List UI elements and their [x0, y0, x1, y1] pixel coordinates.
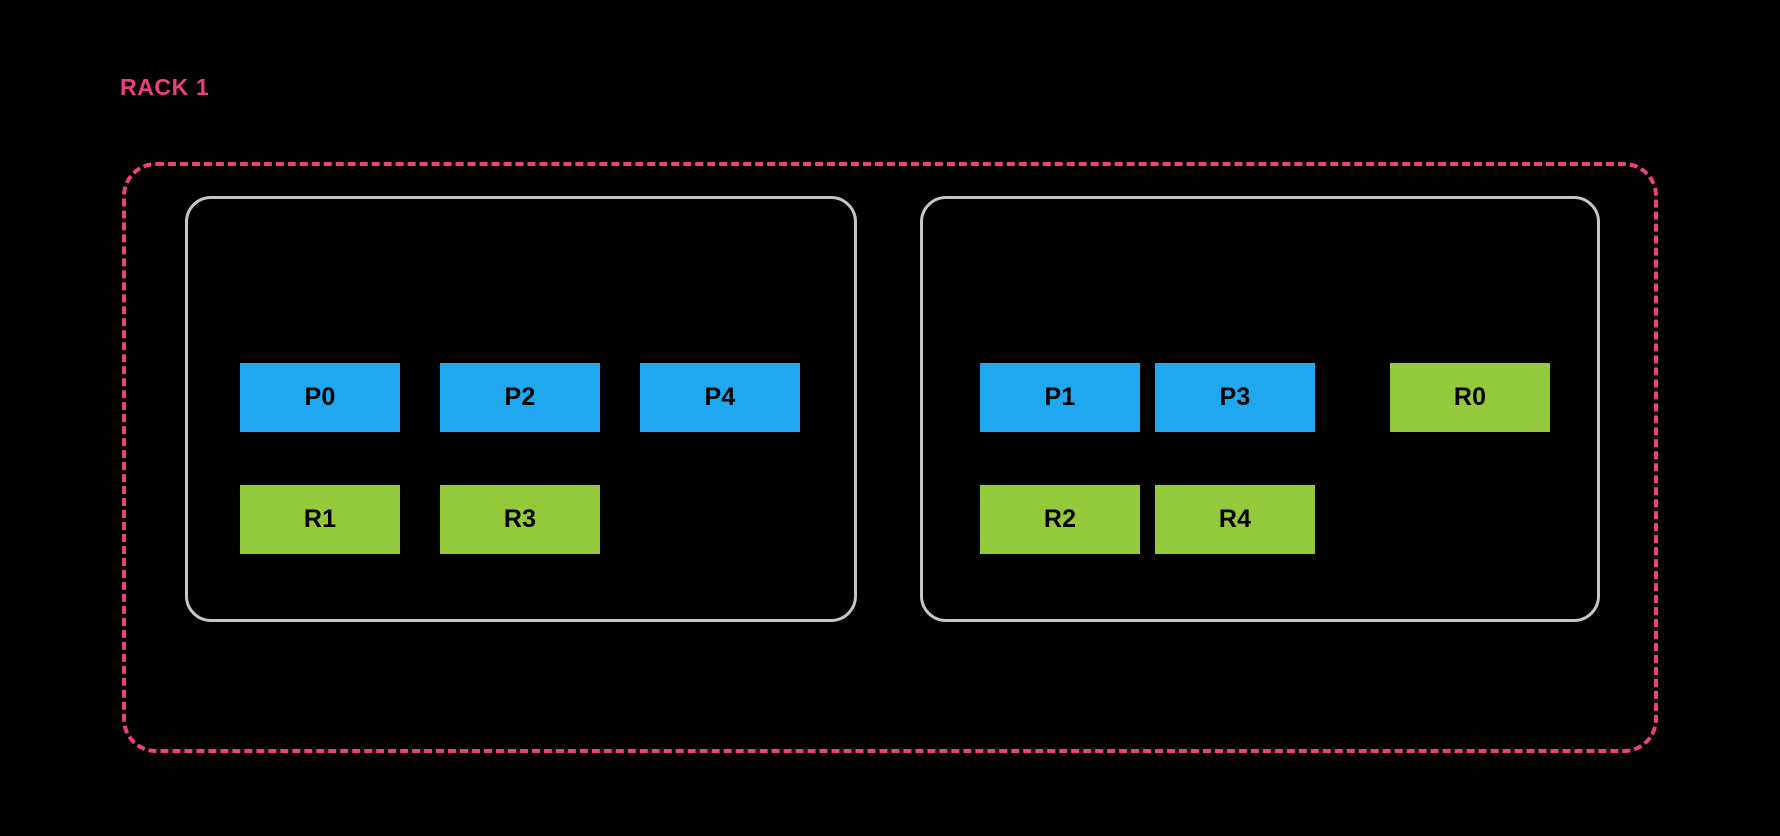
unit-block-r2: R2 — [980, 485, 1140, 554]
unit-block-p1: P1 — [980, 363, 1140, 432]
unit-block-r4: R4 — [1155, 485, 1315, 554]
unit-block-r0: R0 — [1390, 363, 1550, 432]
rack-container — [122, 162, 1658, 753]
unit-block-p3: P3 — [1155, 363, 1315, 432]
rack-label: RACK 1 — [120, 74, 210, 100]
server-box-left — [185, 196, 857, 622]
unit-block-p4: P4 — [640, 363, 800, 432]
unit-block-r3: R3 — [440, 485, 600, 554]
unit-block-p2: P2 — [440, 363, 600, 432]
unit-block-p0: P0 — [240, 363, 400, 432]
server-box-right — [920, 196, 1600, 622]
unit-block-r1: R1 — [240, 485, 400, 554]
